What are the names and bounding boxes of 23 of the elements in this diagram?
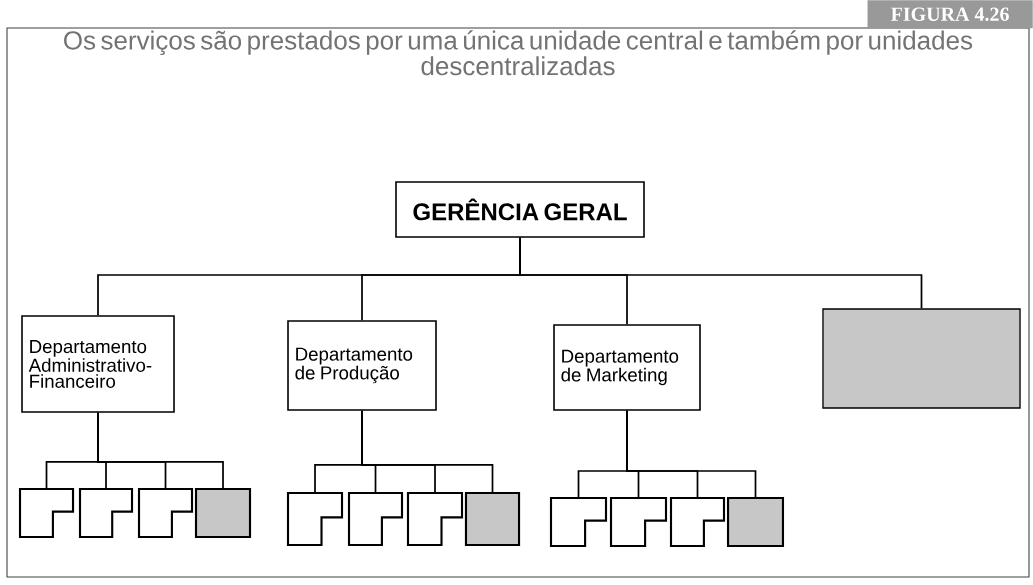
connector-line [361,409,494,493]
l-shaped-box [549,496,608,548]
l-shaped-box [18,487,75,539]
title: Os serviços são prestados por uma única unidade central e também por unidades descentralizadas [64,30,973,76]
title-box: GERÊNCIA GERAL [395,181,645,238]
l-shaped-box [78,487,134,539]
l-shaped-box [286,491,344,547]
l-shaped-box [406,491,464,547]
department-box: Departamento de Marketing [553,324,701,411]
l-shaped-box [347,491,404,547]
department-box: Departamento Administrativo-Financeiro [21,315,175,413]
l-shaped-box [669,496,726,548]
shaded-box [464,491,521,547]
l-shaped-box [137,487,194,539]
figure-number-tab: FIGURA 4.26 [867,0,1033,29]
l-shaped-box [609,496,668,548]
connector-line [519,236,923,310]
department-box: Departamento de Produção [287,320,437,411]
connector-line [97,411,224,489]
shaded-box [822,308,1021,409]
connector-line [626,409,757,498]
shaded-box [194,487,252,539]
shaded-box [726,496,785,548]
